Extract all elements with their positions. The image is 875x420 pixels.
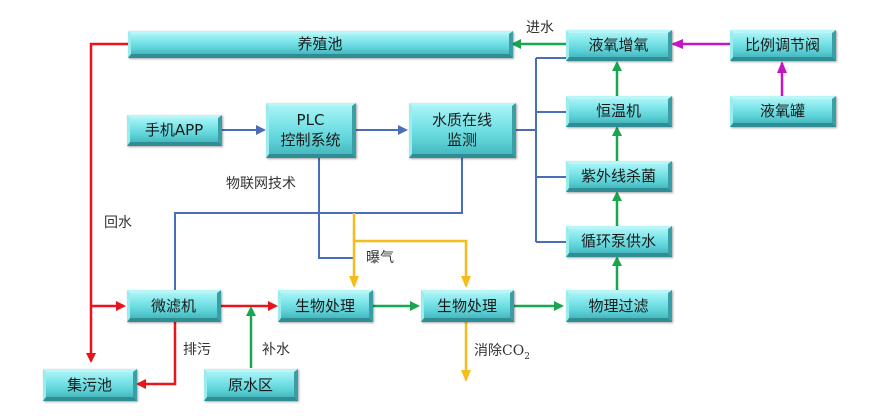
node-bio-treatment-2[interactable]: 生物处理 [421,290,514,322]
node-culture-pond[interactable]: 养殖池 [128,31,513,58]
node-label: 生物处理 [436,296,497,315]
label-aeration: 曝气 [366,250,394,266]
node-label-line1: PLC [296,111,325,129]
node-label: 物理过滤 [588,296,649,315]
label-return-water: 回水 [104,215,132,231]
label-remove-co2-subscript: 2 [524,351,530,362]
node-label: 恒温机 [595,102,641,120]
node-water-quality-monitor[interactable]: 水质在线 监测 [409,103,516,158]
node-label: 液氧增氧 [588,36,649,54]
label-remove-co2-text: 消除CO [474,343,525,359]
node-label: 比例调节阀 [744,36,820,54]
line-plc-to-aeration [318,158,354,259]
node-uv-sterilizer[interactable]: 紫外线杀菌 [566,161,672,192]
node-bio-treatment-1[interactable]: 生物处理 [278,290,373,322]
label-make-up-water: 补水 [262,342,290,358]
node-mobile-app[interactable]: 手机APP [127,115,222,146]
label-remove-co2: 消除CO2 [474,340,530,362]
sewage-discharge-line [136,322,177,389]
node-liquid-oxygen-tank[interactable]: 液氧罐 [730,96,836,127]
node-label-line2: 控制系统 [280,131,341,149]
node-plc-control[interactable]: PLC 控制系统 [266,103,356,158]
node-proportional-valve[interactable]: 比例调节阀 [730,30,836,61]
node-label: 液氧罐 [759,102,805,120]
node-microfilter[interactable]: 微滤机 [127,290,221,322]
node-label: 微滤机 [150,296,196,315]
node-label: 原水区 [227,375,273,394]
node-sewage-pond[interactable]: 集污池 [43,369,137,401]
node-label: 紫外线杀菌 [580,167,656,185]
node-physical-filter[interactable]: 物理过滤 [566,290,672,322]
node-label-line2: 监测 [446,131,477,149]
node-raw-water-area[interactable]: 原水区 [204,369,298,401]
aeration-branch [354,239,471,288]
node-circulation-pump[interactable]: 循环泵供水 [566,226,672,257]
label-iot-tech: 物联网技术 [226,176,296,192]
node-thermostat[interactable]: 恒温机 [566,96,672,127]
node-label-line1: 水质在线 [431,111,492,129]
return-water-line [86,42,128,363]
node-label: 养殖池 [297,35,343,53]
node-label: 生物处理 [294,296,355,315]
node-label: 手机APP [144,121,204,139]
label-sewage-discharge: 排污 [183,342,211,358]
node-label: 集污池 [66,375,112,394]
label-water-inlet: 进水 [526,20,554,36]
node-liquid-oxygen-boost[interactable]: 液氧增氧 [566,30,672,61]
node-label: 循环泵供水 [580,232,656,250]
